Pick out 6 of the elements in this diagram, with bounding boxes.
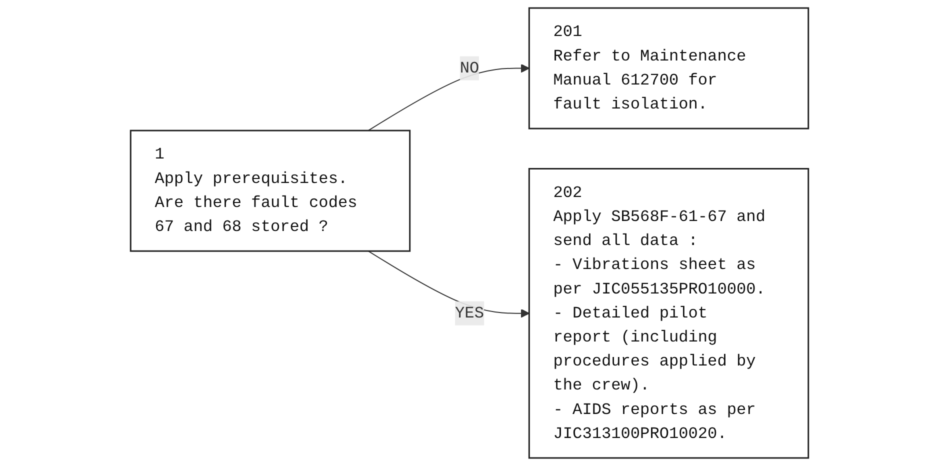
arrow — [368, 64, 530, 131]
node-box: 202 Apply SB568F-61-67 and send all data : - Vibrations sheet as per JIC055135PRO10000. - Detailed pilot report (including procedures applied by the crew). - AIDS reports as per JIC313100PRO10020. — [528, 168, 810, 459]
node-box: 1 Apply prerequisites. Are there fault codes 67 and 68 stored ? — [130, 130, 411, 252]
edge-label: YES — [455, 304, 484, 322]
node-box: 201 Refer to Maintenance Manual 612700 for fault isolation. — [528, 7, 810, 130]
edge-label: NO — [460, 59, 480, 78]
